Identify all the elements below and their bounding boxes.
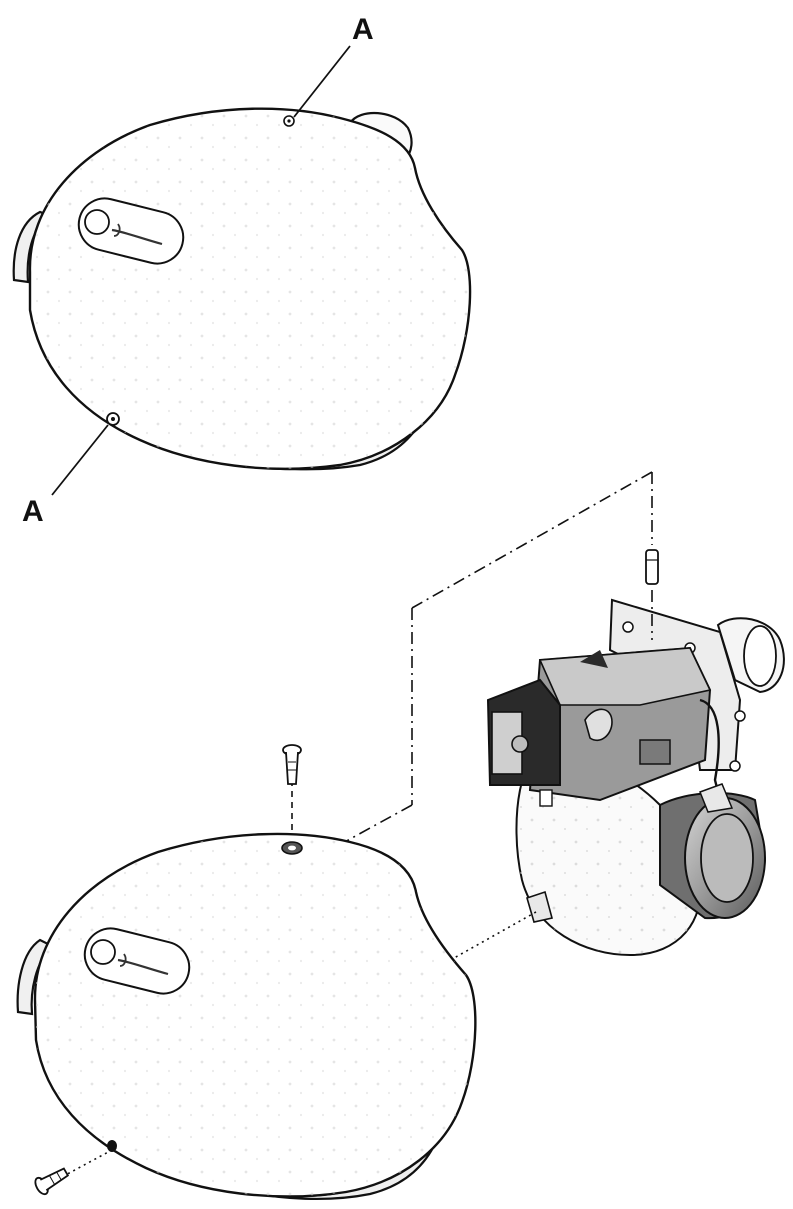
burner-brand-badge-icon <box>77 197 185 265</box>
cover-assembly-view <box>16 832 477 1201</box>
burner-brand-badge-icon <box>83 927 191 995</box>
fixing-hole-icon <box>283 115 295 127</box>
fixing-hole-icon <box>106 412 120 426</box>
callout-label-a-top: A <box>352 13 374 46</box>
callout-leader-bottom <box>51 424 109 496</box>
callout-leader-top <box>293 45 351 118</box>
screw-icon <box>34 1167 70 1196</box>
fixing-hole-icon <box>107 1140 117 1152</box>
cover-top-view <box>12 45 472 496</box>
assembly-lines <box>59 471 653 1179</box>
screw-icon <box>282 744 302 785</box>
callout-label-a-bottom: A <box>22 495 44 528</box>
fixing-hole-icon <box>281 841 303 855</box>
burner-body <box>486 598 785 957</box>
screw-icon <box>645 549 659 585</box>
